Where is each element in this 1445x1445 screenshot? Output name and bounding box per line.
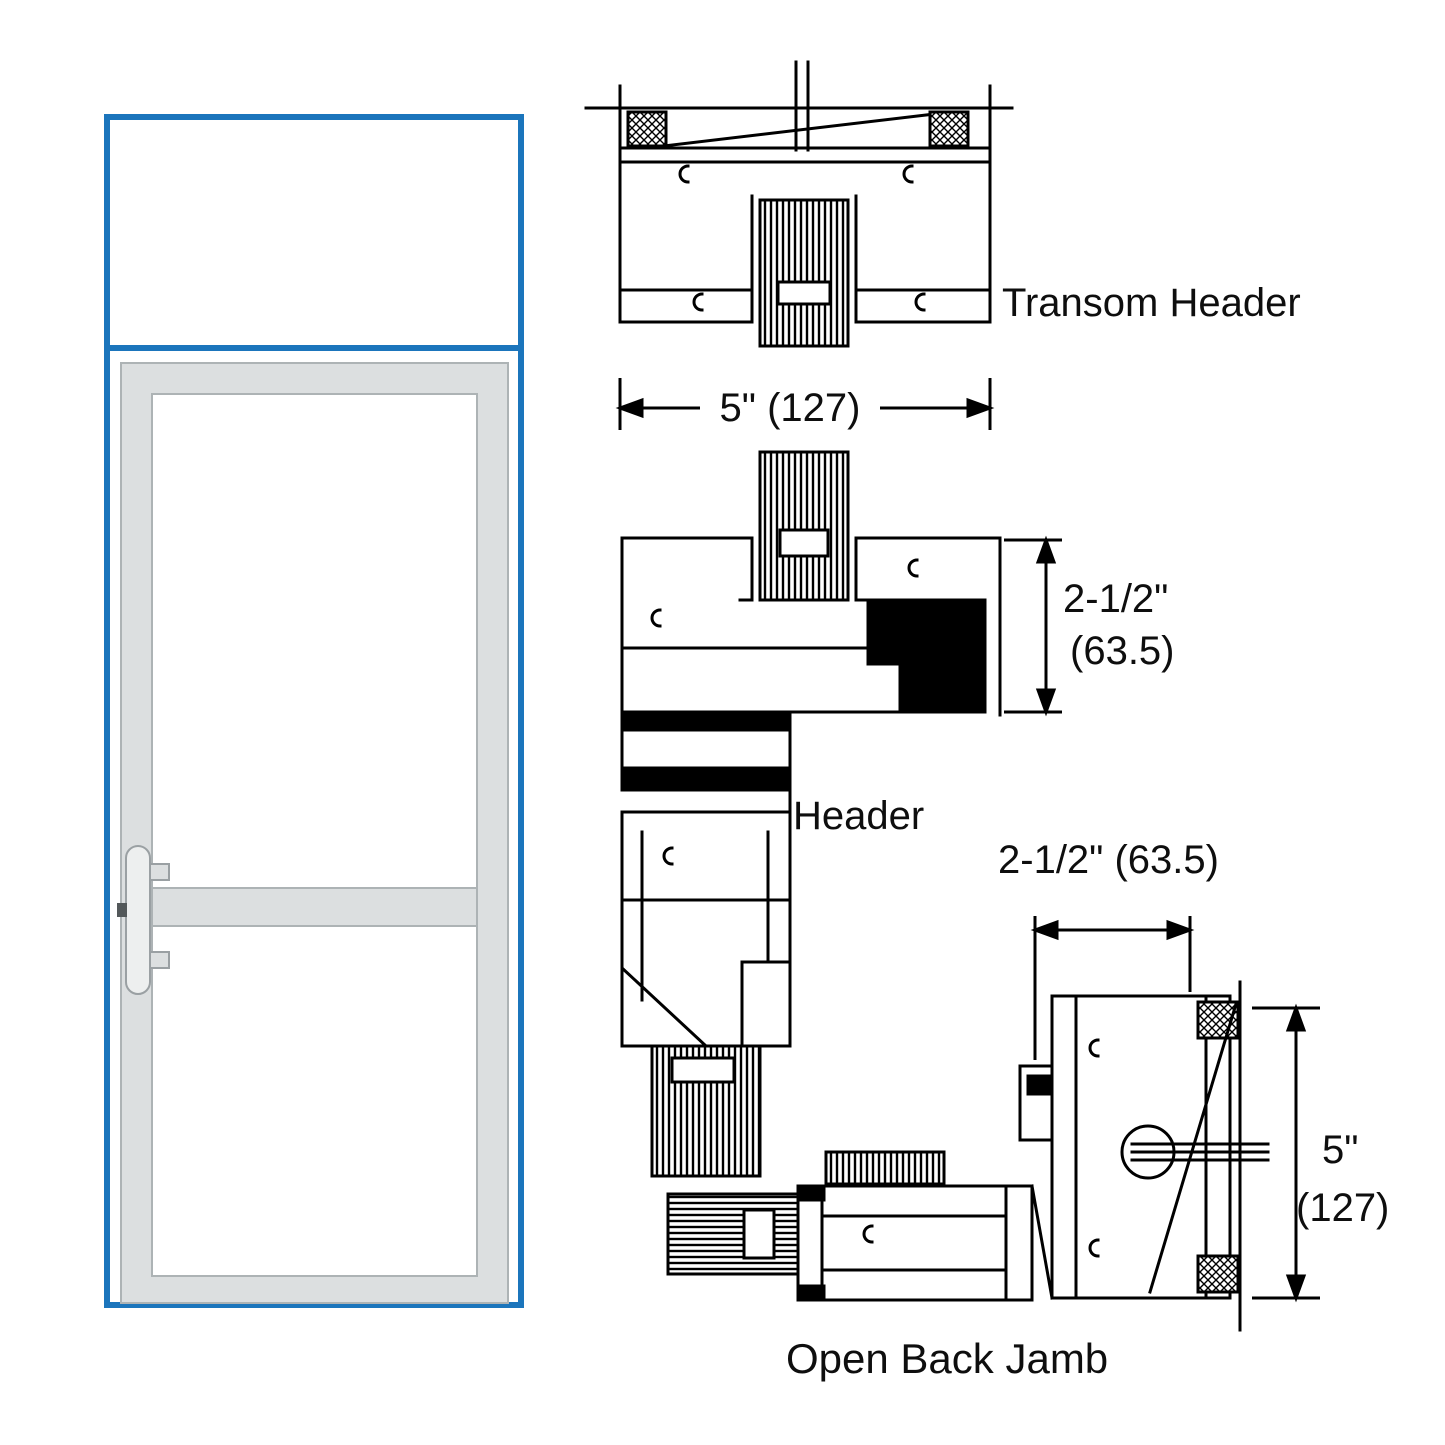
dim-transom-width xyxy=(615,378,995,430)
dim-arrow-left xyxy=(615,397,644,419)
open-back-jamb-label: Open Back Jamb xyxy=(786,1335,1109,1382)
jamb-profile xyxy=(1050,994,1232,1300)
header-label: Header xyxy=(793,794,925,838)
dim-arrow-left xyxy=(1030,919,1059,941)
header-height-dimension-in: 2-1/2" xyxy=(1063,577,1169,621)
weatherstrip xyxy=(824,1150,946,1186)
glass-from-transom xyxy=(758,450,850,602)
jamb-height-dimension-mm: (127) xyxy=(1296,1186,1390,1230)
gasket-left xyxy=(626,110,668,148)
door-glass xyxy=(151,393,478,1277)
door-leaf xyxy=(120,362,509,1304)
lock-cylinder xyxy=(117,903,127,917)
dim-arrow-up xyxy=(1285,1003,1307,1032)
dim-arrow-down xyxy=(1285,1274,1307,1303)
door-handle xyxy=(117,845,170,995)
door-elevation xyxy=(104,114,524,1308)
header-section xyxy=(620,450,1002,1178)
door-midrail xyxy=(151,887,478,927)
gasket-right xyxy=(928,110,970,148)
jamb-height-dimension-in: 5" xyxy=(1322,1128,1359,1172)
jamb-width-dimension: 2-1/2" (63.5) xyxy=(998,838,1219,882)
dim-arrow-down xyxy=(1035,688,1057,717)
sidelite-glass-unit xyxy=(666,1192,800,1276)
transom-glass-unit xyxy=(758,198,850,348)
door-stile-plan xyxy=(796,1184,1034,1302)
transom-header-section xyxy=(584,60,1014,348)
dim-arrow-right xyxy=(966,397,995,419)
dim-arrow-right xyxy=(1166,919,1195,941)
dim-header-height xyxy=(1004,535,1062,717)
dim-jamb-height xyxy=(1252,1003,1320,1303)
transom-width-dimension: 5" (127) xyxy=(719,386,861,430)
header-heavy-profile xyxy=(866,598,987,714)
transom-header-label: Transom Header xyxy=(1002,281,1301,325)
gasket-bottom xyxy=(1196,1254,1240,1294)
open-back-jamb-section xyxy=(666,980,1270,1332)
dim-jamb-width xyxy=(1030,916,1195,1060)
handle-pull-bar xyxy=(125,845,151,995)
header-height-dimension-mm: (63.5) xyxy=(1070,629,1175,673)
glazing-wedge xyxy=(620,964,710,1048)
dim-arrow-up xyxy=(1035,535,1057,564)
